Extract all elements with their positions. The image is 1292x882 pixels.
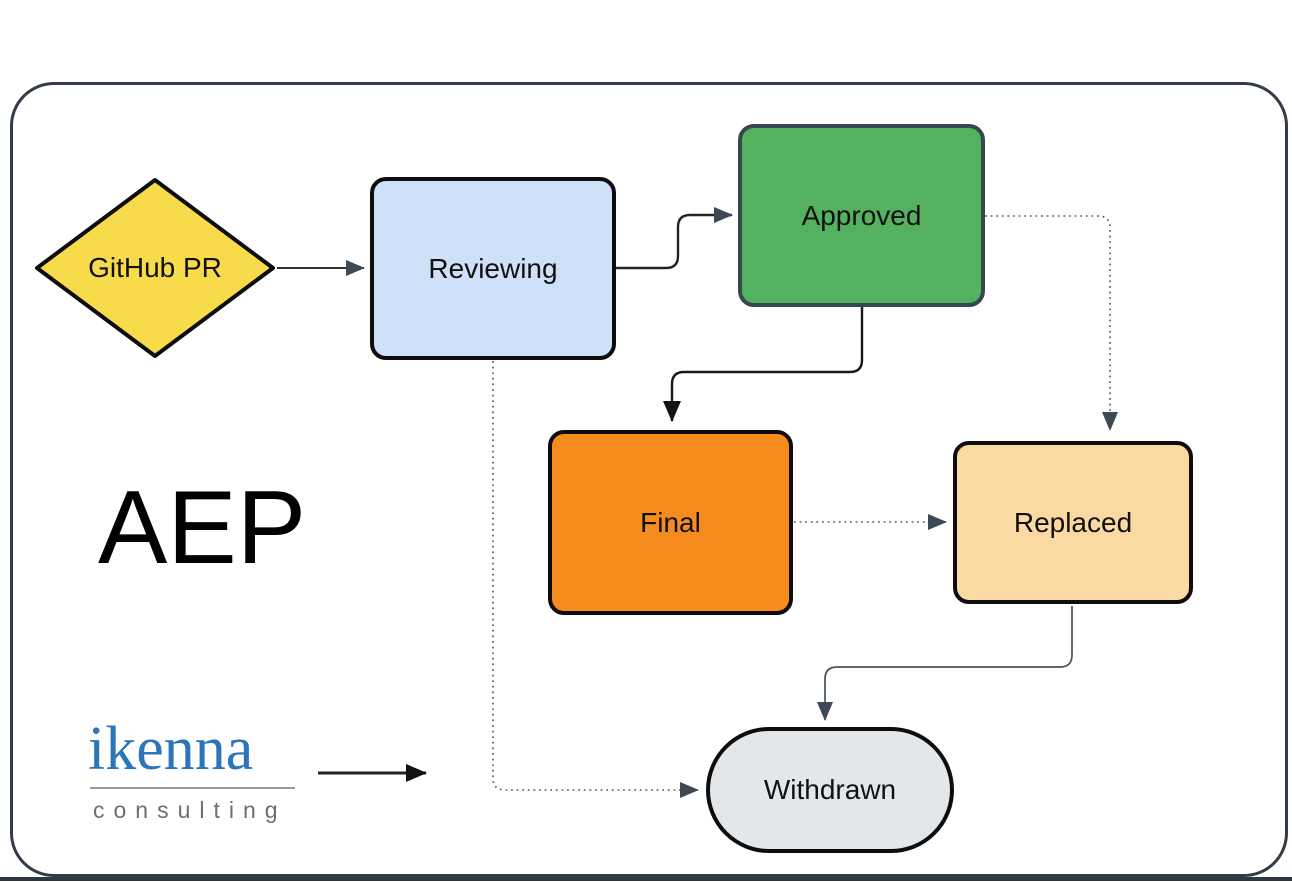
github-pr-diamond-shape bbox=[35, 178, 275, 358]
node-approved-label: Approved bbox=[801, 199, 922, 231]
node-withdrawn-label: Withdrawn bbox=[763, 774, 897, 805]
edge-approved-to-final bbox=[663, 307, 864, 422]
bottom-edge-line bbox=[0, 877, 1292, 881]
node-final: Final bbox=[548, 430, 793, 615]
ikenna-logo-rule bbox=[90, 787, 295, 789]
node-reviewing-label: Reviewing bbox=[428, 252, 558, 284]
node-github-pr-label: GitHub PR bbox=[88, 252, 222, 283]
outer-frame bbox=[10, 82, 1288, 877]
node-reviewing: Reviewing bbox=[370, 177, 616, 360]
edge-reviewing-to-withdrawn bbox=[492, 361, 699, 798]
node-replaced-label: Replaced bbox=[1013, 506, 1133, 538]
ikenna-logo-wordmark: ikenna bbox=[88, 715, 254, 783]
node-withdrawn: Withdrawn bbox=[706, 727, 954, 853]
edge-approved-to-replaced bbox=[985, 215, 1118, 431]
ikenna-logo-tagline: consulting bbox=[93, 797, 287, 823]
node-final-label: Final bbox=[640, 506, 701, 538]
node-replaced: Replaced bbox=[953, 441, 1193, 604]
edge-reviewing-to-approved bbox=[616, 207, 733, 270]
edge-replaced-to-withdrawn bbox=[817, 606, 1073, 721]
node-approved: Approved bbox=[738, 124, 985, 307]
aep-title: AEP bbox=[98, 470, 307, 586]
